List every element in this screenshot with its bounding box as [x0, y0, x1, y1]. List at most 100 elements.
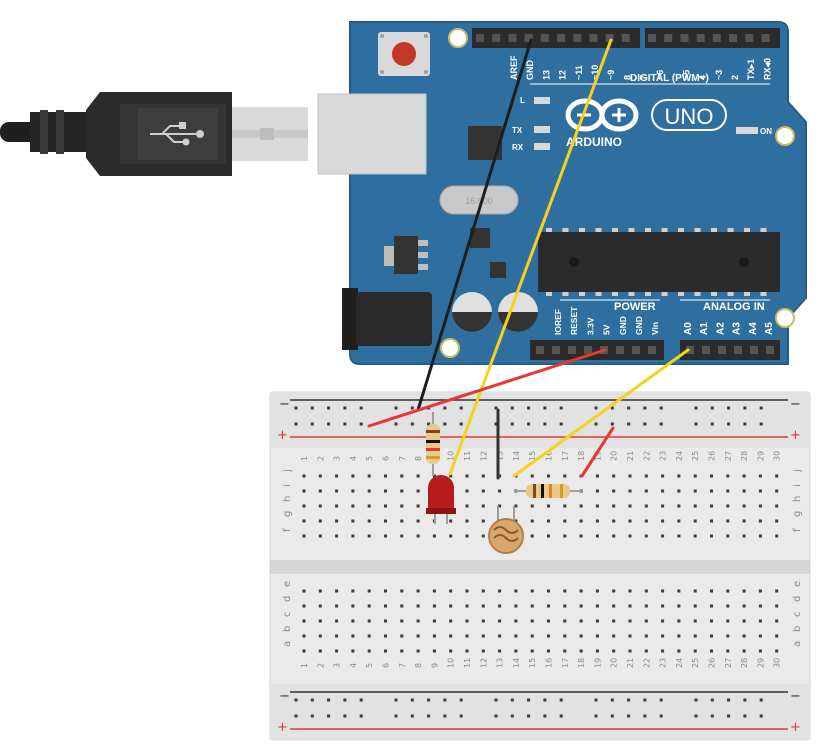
digital-pin-label: 4: [698, 75, 708, 80]
column-number: 2: [316, 663, 325, 668]
column-number: 15: [528, 658, 537, 668]
rail-plus-tr: +: [790, 428, 801, 443]
row-letter: c: [282, 612, 293, 618]
row-letter: f: [792, 528, 803, 532]
breadboard: − − + + − − + + 112233445566778899101011…: [269, 391, 811, 741]
row-letter: a: [792, 641, 803, 647]
column-number: 7: [398, 456, 407, 461]
analog-pin-label: A4: [748, 322, 759, 335]
column-number: 18: [577, 451, 586, 461]
photoresistor: [488, 506, 524, 554]
column-number: 8: [414, 456, 423, 461]
column-number: 21: [626, 658, 635, 668]
wire-yellow-a0: [512, 348, 690, 478]
column-number: 12: [479, 658, 488, 668]
digital-pin-label: TX▸1: [746, 59, 756, 80]
rail-minus-tr: −: [790, 397, 801, 412]
column-number: 27: [724, 451, 733, 461]
row-letter: h: [792, 496, 803, 502]
digital-pin-label: 2: [730, 75, 740, 80]
column-number: 20: [610, 658, 619, 668]
column-number: 6: [382, 663, 391, 668]
wire-black-gnd: [416, 38, 533, 412]
column-number: 8: [414, 663, 423, 668]
row-letter: f: [282, 528, 293, 532]
rail-minus-tl: −: [279, 397, 290, 412]
jumper-wire-red-short: [580, 426, 615, 478]
column-number: 11: [463, 451, 472, 461]
digital-pin-label: 13: [541, 70, 551, 80]
digital-pin-label: 7: [639, 75, 649, 80]
column-number: 23: [659, 658, 668, 668]
column-number: 14: [512, 451, 521, 461]
column-number: 25: [691, 451, 700, 461]
digital-header-label: DIGITAL (PWM~): [630, 73, 709, 84]
column-number: 17: [561, 658, 570, 668]
column-number: 30: [773, 451, 782, 461]
led-label-on: ON: [760, 127, 772, 136]
rail-minus-br: −: [790, 689, 801, 704]
column-number: 24: [675, 658, 684, 668]
column-number: 29: [756, 451, 765, 461]
rail-plus-br: +: [790, 720, 801, 735]
row-letter: e: [792, 581, 803, 587]
row-letter: h: [282, 496, 293, 502]
column-number: 18: [577, 658, 586, 668]
row-letter: d: [792, 596, 803, 602]
wire-yellow-pin9: [448, 38, 613, 476]
column-number: 25: [691, 658, 700, 668]
rail-plus-bl: +: [277, 720, 288, 735]
digital-pin-label: ~6: [655, 70, 665, 80]
power-pin-label: GND: [634, 316, 644, 335]
column-number: 15: [528, 451, 537, 461]
row-letter: c: [792, 612, 803, 618]
led-resistor: [426, 412, 440, 476]
digital-pin-label: ~9: [606, 70, 616, 80]
column-number: 3: [333, 663, 342, 668]
column-number: 21: [626, 451, 635, 461]
crystal-label: 16.000: [465, 196, 493, 206]
rail-plus-tl: +: [277, 428, 288, 443]
column-number: 28: [740, 451, 749, 461]
digital-pin-label: 8: [622, 75, 632, 80]
analog-pin-label: A0: [683, 322, 694, 335]
digital-pin-label: ~5: [681, 70, 691, 80]
column-number: 26: [708, 451, 717, 461]
power-pin-label: Vin: [650, 322, 660, 335]
column-number: 23: [659, 451, 668, 461]
analog-pin-label: A1: [699, 322, 710, 335]
row-letter: g: [282, 511, 293, 517]
column-number: 1: [300, 456, 309, 461]
column-number: 27: [724, 658, 733, 668]
power-pin-label: GND: [618, 316, 628, 335]
arduino-uno-board: L TX RX ON ARDUINO UNO 16.000: [317, 21, 807, 365]
power-header-label: POWER: [614, 301, 656, 313]
row-letter: d: [282, 596, 293, 602]
column-number: 16: [545, 658, 554, 668]
column-number: 22: [642, 658, 651, 668]
column-number: 6: [382, 456, 391, 461]
power-pin-label: RESET: [569, 306, 579, 335]
row-letter: b: [792, 626, 803, 632]
column-number: 22: [642, 451, 651, 461]
rail-minus-bl: −: [279, 689, 290, 704]
digital-pin-label: 12: [558, 70, 568, 80]
led-label-l: L: [520, 96, 525, 105]
column-number: 11: [463, 658, 472, 668]
column-number: 3: [333, 456, 342, 461]
row-letter: a: [282, 641, 293, 647]
column-number: 17: [561, 451, 570, 461]
digital-pin-label: RX◂0: [762, 58, 772, 80]
digital-pin-label: ~11: [574, 65, 584, 80]
column-number: 19: [593, 658, 602, 668]
row-letter: j: [282, 469, 293, 473]
column-number: 13: [496, 451, 505, 461]
red-led: [426, 475, 456, 524]
row-letter: b: [282, 626, 293, 632]
column-number: 7: [398, 663, 407, 668]
column-number: 19: [593, 451, 602, 461]
ldr-resistor: [514, 484, 582, 498]
column-number: 2: [316, 456, 325, 461]
power-pin-label: 3.3V: [585, 317, 595, 335]
